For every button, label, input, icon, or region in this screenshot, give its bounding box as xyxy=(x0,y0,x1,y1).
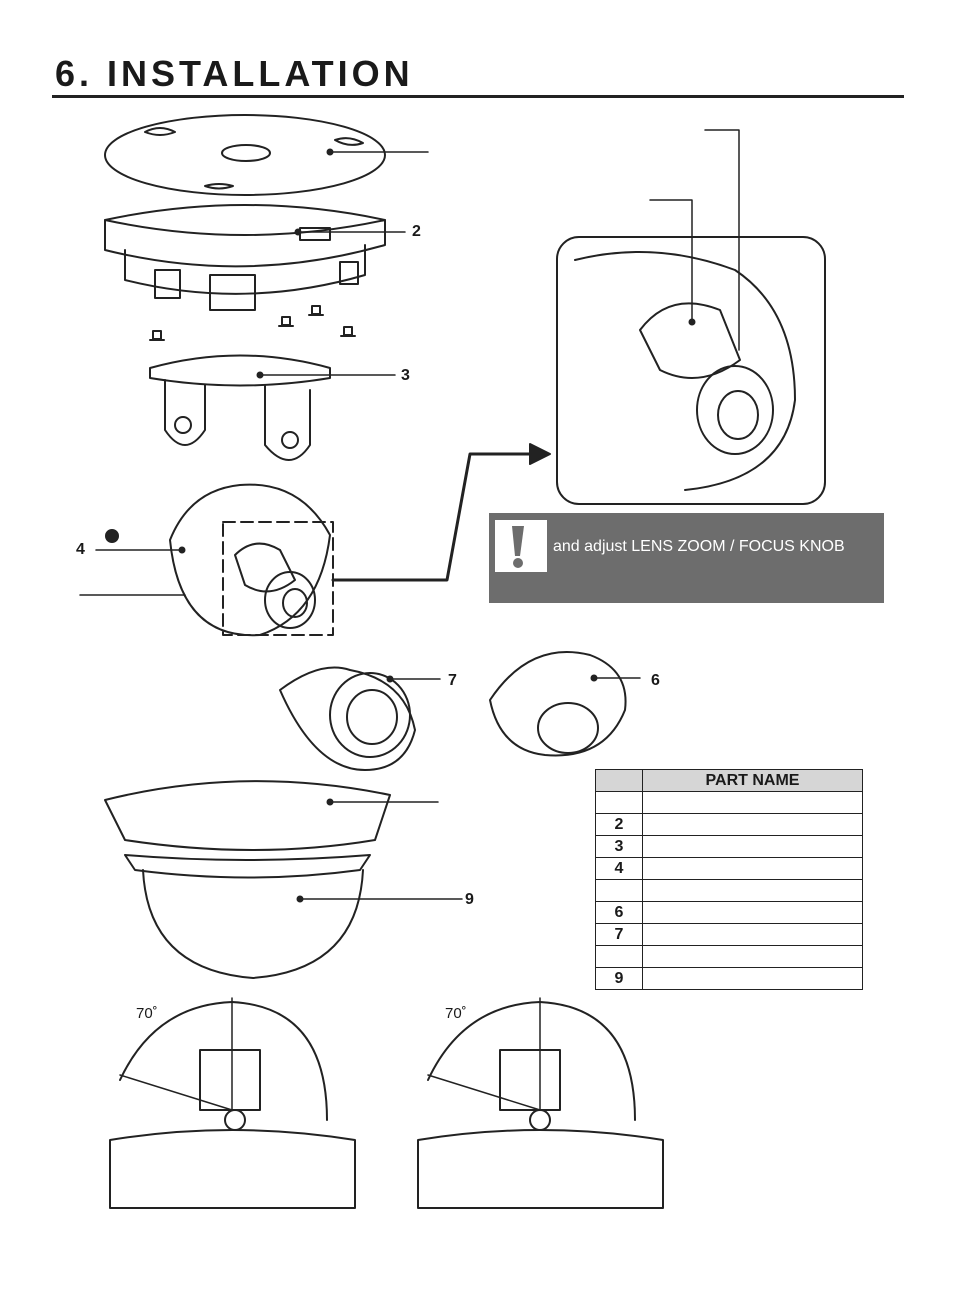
row-no: 2 xyxy=(595,813,643,836)
row-no: 6 xyxy=(595,901,643,924)
note-box: and adjust LENS ZOOM / FOCUS KNOB xyxy=(489,513,884,603)
row-no xyxy=(595,791,643,814)
camera-module-illustration xyxy=(79,483,334,637)
row-no: 9 xyxy=(595,967,643,990)
note-text: and adjust LENS ZOOM / FOCUS KNOB xyxy=(553,538,845,555)
row-name xyxy=(642,791,863,814)
row-name xyxy=(642,835,863,858)
ir-ring-illustration xyxy=(279,666,441,771)
callout-4: 4 xyxy=(76,541,85,558)
header-part-name: PART NAME xyxy=(642,769,863,792)
row-no: 4 xyxy=(595,857,643,880)
row-name xyxy=(642,857,863,880)
callout-3: 3 xyxy=(401,367,410,384)
row-no xyxy=(595,945,643,968)
table-row xyxy=(595,879,863,902)
tilt-view-left-illustration xyxy=(109,997,356,1209)
exclamation-icon xyxy=(495,520,547,572)
row-name xyxy=(642,901,863,924)
screws-illustration xyxy=(149,305,356,341)
row-no xyxy=(595,879,643,902)
row-name xyxy=(642,879,863,902)
dome-cover-illustration xyxy=(104,780,463,979)
table-row: 3 xyxy=(595,835,863,858)
parts-table: PART NAME 2 3 4 6 7 9 xyxy=(595,769,863,990)
title-rule xyxy=(52,95,904,98)
tilt-angle-left: 70˚ xyxy=(136,1005,158,1022)
table-row xyxy=(595,791,863,814)
table-row xyxy=(595,945,863,968)
row-no: 7 xyxy=(595,923,643,946)
table-row: 2 xyxy=(595,813,863,836)
row-name xyxy=(642,813,863,836)
lens-detail-illustration xyxy=(556,129,826,505)
bracket-illustration xyxy=(149,354,396,461)
page-title: 6. INSTALLATION xyxy=(55,53,414,94)
row-name xyxy=(642,945,863,968)
row-name xyxy=(642,923,863,946)
table-row: 6 xyxy=(595,901,863,924)
tilt-angle-right: 70˚ xyxy=(445,1005,467,1022)
callout-6: 6 xyxy=(651,672,660,689)
callout-9: 9 xyxy=(465,891,474,908)
table-row: 4 xyxy=(595,857,863,880)
tilt-view-right-illustration xyxy=(417,997,664,1209)
header-no xyxy=(595,769,643,792)
callout-2: 2 xyxy=(412,223,421,240)
row-name xyxy=(642,967,863,990)
row-no: 3 xyxy=(595,835,643,858)
mounting-plate-illustration xyxy=(104,114,429,196)
table-row: 7 xyxy=(595,923,863,946)
callout-7: 7 xyxy=(448,672,457,689)
table-row: 9 xyxy=(595,967,863,990)
inner-cover-illustration xyxy=(489,651,641,757)
base-housing-illustration xyxy=(104,204,406,311)
table-header-row: PART NAME xyxy=(595,769,863,792)
